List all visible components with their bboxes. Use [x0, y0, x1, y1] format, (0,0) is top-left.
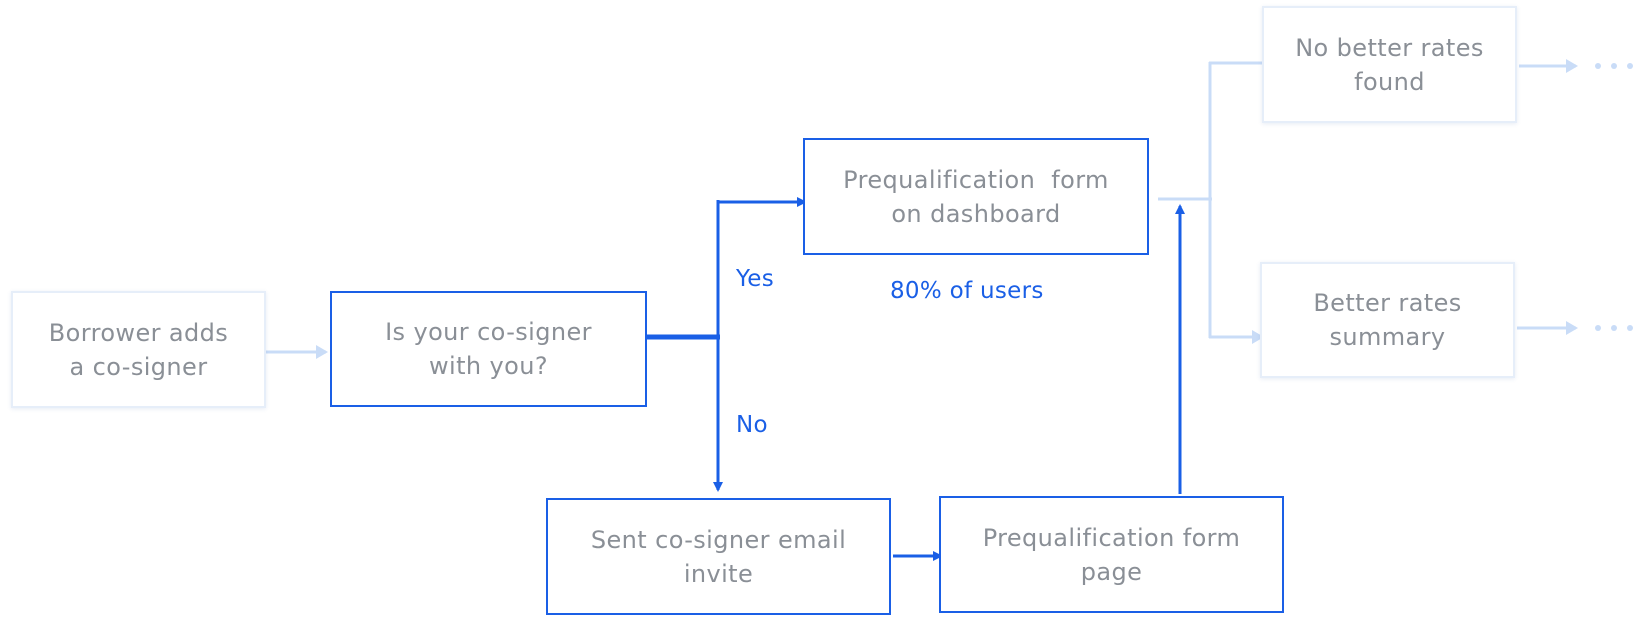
branch-label-yes: Yes [736, 266, 775, 292]
node-no-better-rates: No better rates found [1262, 6, 1517, 123]
continuation-dots-top [1595, 63, 1633, 69]
node-text-line: on dashboard [891, 199, 1061, 228]
node-text-line: Is your co-signer [385, 318, 592, 346]
node-text-line: Better rates [1313, 289, 1462, 317]
node-text-line: page [1080, 557, 1143, 586]
node-text-line: invite [683, 559, 754, 588]
node-text-line: with you? [429, 352, 548, 380]
node-better-rates-summary: Better rates summary [1260, 262, 1515, 378]
node-text-line: Prequalification form [982, 523, 1241, 552]
node-text-line: a co-signer [69, 352, 208, 381]
branch-label-no: No [736, 412, 768, 438]
node-prequalification-dashboard: Prequalification form on dashboard [803, 138, 1149, 255]
continuation-dots-bottom [1595, 325, 1633, 331]
users-percentage-label: 80% of users [890, 278, 1044, 304]
node-text-line: Borrower adds [48, 318, 229, 347]
node-borrower-adds-cosigner: Borrower adds a co-signer [11, 291, 266, 408]
node-cosigner-question: Is your co-signer with you? [330, 291, 647, 407]
node-email-invite: Sent co-signer email invite [546, 498, 891, 615]
node-text-line: Prequalification form [843, 165, 1109, 194]
node-text-line: Sent co-signer email [590, 525, 847, 554]
node-text-line: No better rates [1295, 33, 1484, 62]
node-text-line: summary [1329, 323, 1446, 351]
node-prequalification-page: Prequalification form page [939, 496, 1284, 613]
node-text-line: found [1354, 67, 1425, 96]
